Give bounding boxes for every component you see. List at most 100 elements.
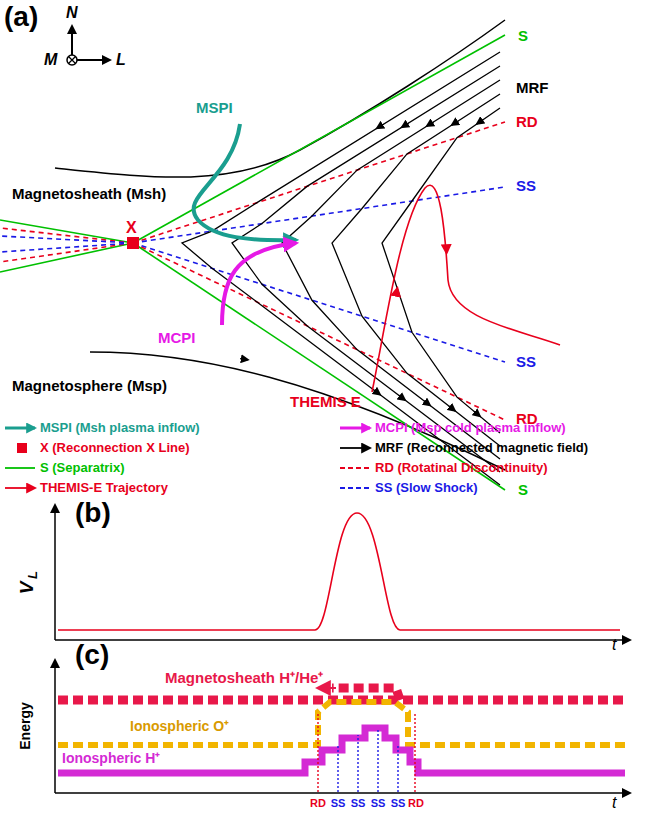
diagram-label: t — [612, 794, 616, 812]
legend-entry: MRF (Reconnected magnetic field) — [375, 440, 588, 456]
reconnected-field-line — [232, 66, 500, 472]
field-arrow — [449, 406, 455, 411]
slow-shock-line — [0, 243, 133, 252]
diagram-label: Magnetosheath (Msh) — [12, 186, 166, 203]
legend-text: RD (Rotatinal Discontinuity) — [375, 460, 548, 475]
diagram-label: (c) — [75, 640, 109, 671]
diagram-label: S — [518, 28, 528, 45]
field-arrow — [399, 395, 405, 400]
boundary-marker-line — [337, 745, 338, 792]
field-arrow — [374, 390, 380, 395]
diagram-label: THEMIS E — [290, 394, 361, 411]
axis — [55, 639, 630, 641]
boundary-marker-line — [377, 730, 378, 792]
diagram-label: N — [66, 4, 78, 22]
rd-line — [0, 228, 133, 243]
legend-entry: SS (Slow Shock) — [375, 480, 478, 496]
field-arrow — [424, 401, 430, 406]
field-arrow — [377, 124, 384, 128]
diagram-label: X — [126, 219, 137, 237]
legend-sample — [340, 487, 370, 489]
slow-shock-line — [0, 236, 133, 243]
reconnected-field-line — [382, 108, 500, 433]
rd-line — [133, 122, 505, 243]
diagram-label: Energy — [18, 702, 33, 749]
legend-sample — [5, 427, 35, 430]
legend-text: MRF (Reconnected magnetic field) — [375, 440, 588, 455]
diagram-label: RD — [408, 797, 424, 809]
legend-entry: S (Separatrix) — [40, 460, 125, 476]
diagram-label: Magnetosphere (Msp) — [12, 378, 167, 395]
legend-text: THEMIS-E Trajectory — [40, 480, 168, 495]
axis — [54, 660, 56, 793]
separatrix-line — [0, 243, 133, 272]
field-arrow — [427, 122, 434, 126]
diagram-label: M — [44, 51, 57, 69]
legend-entry: MCPI (Msp cold plasma inflow) — [375, 420, 566, 436]
field-arrow — [452, 121, 459, 125]
msp-inflow-arrow — [222, 243, 296, 325]
separatrix-line — [133, 35, 505, 243]
boundary-marker-line — [397, 745, 398, 792]
legend-entry: X (Reconnection X Line) — [5, 440, 190, 456]
diagram-label: S — [518, 482, 528, 499]
field-arrow — [402, 123, 409, 127]
legend-text: MSPI (Msh plasma inflow) — [40, 420, 200, 435]
legend-sample — [5, 467, 35, 469]
velocity-curve — [58, 513, 620, 630]
field-arrow — [240, 359, 248, 360]
diagram-label: V — [17, 582, 38, 595]
diagram-label: L — [26, 571, 40, 579]
diagram-label: MCPI — [158, 330, 196, 347]
field-arrow — [477, 119, 484, 124]
legend-sample — [5, 487, 35, 489]
legend-text: SS (Slow Shock) — [375, 480, 478, 495]
diagram-label: (b) — [75, 498, 111, 529]
diagram-label: L — [116, 51, 126, 69]
field-arrow — [474, 411, 480, 416]
legend-text: S (Separatrix) — [40, 460, 125, 475]
diagram-label: RD — [516, 114, 538, 131]
axis — [55, 792, 630, 794]
legend-entry: RD (Rotatinal Discontinuity) — [375, 460, 548, 476]
into-page-symbol — [67, 55, 77, 65]
legend-entry: MSPI (Msh plasma inflow) — [40, 420, 200, 436]
diagram-label: SS — [516, 178, 536, 195]
reconnected-field-line — [282, 80, 500, 459]
msh-ion-arrow — [318, 687, 336, 689]
diagram-label: SS — [391, 797, 406, 809]
legend-sample — [340, 447, 370, 449]
x-line-symbol — [127, 237, 139, 249]
diagram-label: SS — [516, 354, 536, 371]
diagram-label: SS — [371, 797, 386, 809]
legend-sample — [340, 427, 370, 430]
field-arrow — [396, 288, 398, 296]
legend-entry: THEMIS-E Trajectory — [40, 480, 168, 496]
diagram-label: MRF — [516, 80, 549, 97]
msh-inflow-arrow — [194, 124, 296, 240]
diagram-label: MSPI — [196, 100, 233, 117]
diagram-label: SS — [331, 797, 346, 809]
boundary-marker-line — [357, 735, 358, 792]
boundary-marker-line — [414, 712, 415, 792]
axis — [54, 505, 56, 640]
diagram-label: (a) — [4, 2, 38, 33]
diagram-label: Ionospheric O⁺ — [130, 719, 229, 734]
field-arrow — [446, 245, 448, 253]
slow-shock-line — [133, 243, 505, 362]
themis-trajectory — [372, 185, 560, 392]
diagram-label: Ionospheric H⁺ — [62, 751, 160, 766]
slow-shock-line — [133, 187, 505, 243]
separatrix-line — [0, 220, 133, 243]
diagram-label: Magnetosheath H⁺/He⁺ — [165, 670, 323, 687]
diagram-label: SS — [351, 797, 366, 809]
boundary-marker-line — [317, 712, 318, 792]
diagram-label: t — [612, 636, 616, 654]
rd-line — [0, 243, 133, 262]
legend-swatch — [17, 443, 27, 453]
rd-line — [133, 243, 505, 420]
legend-text: MCPI (Msp cold plasma inflow) — [375, 420, 566, 435]
h-ion-band — [58, 728, 625, 773]
legend-text: X (Reconnection X Line) — [40, 440, 190, 455]
